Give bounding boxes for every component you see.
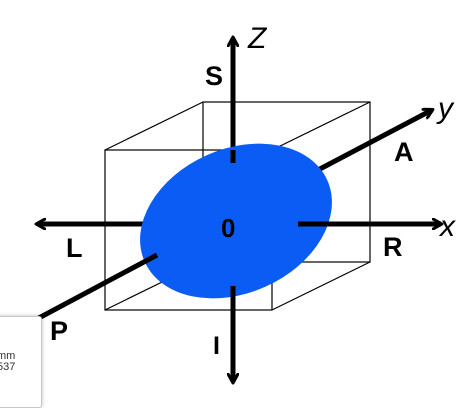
left-label: L xyxy=(66,233,83,263)
cube-edge xyxy=(104,101,204,151)
inferior-label: I xyxy=(213,332,220,360)
ellipsoid xyxy=(140,143,332,299)
right-label: R xyxy=(383,232,403,262)
cube-edge xyxy=(271,101,371,151)
superior-label: S xyxy=(205,61,223,91)
cube-edge xyxy=(271,261,371,311)
anterior-label: A xyxy=(394,137,414,167)
posterior-label: P xyxy=(50,316,68,346)
tooltip-popup: mm 537 xyxy=(0,316,42,408)
z-axis-label: Z xyxy=(247,22,268,55)
tooltip-line-2: 537 xyxy=(0,361,16,373)
x-axis-label: x xyxy=(438,210,456,243)
origin-label: 0 xyxy=(221,213,235,243)
tooltip-line-1: mm xyxy=(0,350,16,362)
y-axis-posterior-segment xyxy=(22,252,159,330)
y-axis-anterior-segment xyxy=(316,107,432,173)
y-axis-label: y xyxy=(436,92,455,125)
